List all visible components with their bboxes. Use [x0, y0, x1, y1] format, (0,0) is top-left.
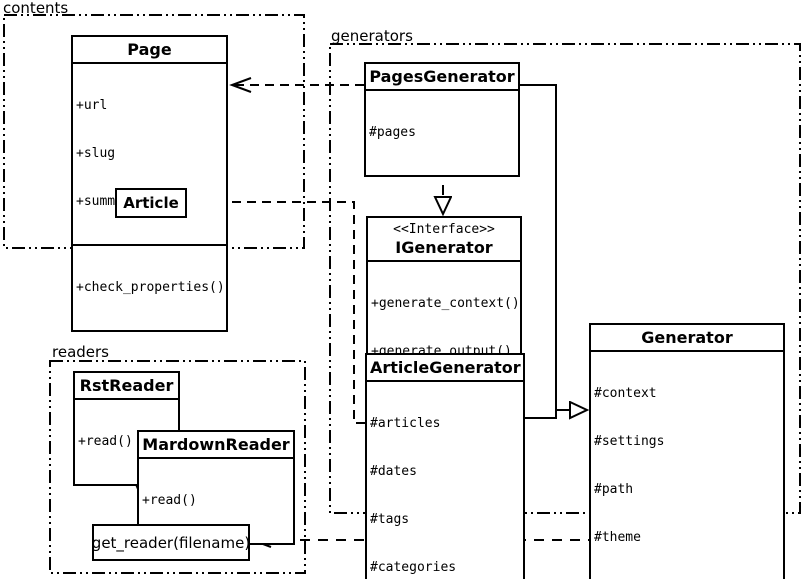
class-attributes: #articles #dates #tags #categories	[367, 380, 523, 579]
class-title: RstReader	[79, 376, 174, 395]
class-attribute: #articles	[370, 416, 441, 431]
class-method: +generate_context()	[371, 296, 520, 311]
class-attributes: #context #settings #path #theme #output_…	[591, 350, 783, 579]
class-attribute: +slug	[76, 146, 116, 161]
class-methods: +read()	[139, 457, 293, 543]
class-attribute: #theme	[594, 530, 641, 545]
generators-package-border	[329, 43, 801, 514]
class-attribute: +url	[76, 98, 108, 113]
class-title: Page	[127, 40, 172, 59]
class-attributes: #pages	[366, 89, 518, 175]
contents-package-label: contents	[3, 0, 69, 17]
node-get-reader: get_reader(filename)	[92, 524, 250, 561]
contents-package-border	[3, 14, 305, 249]
class-methods: +check_properties()	[73, 244, 226, 330]
class-articlegenerator: ArticleGenerator #articles #dates #tags …	[365, 353, 525, 579]
class-attribute: #path	[594, 482, 634, 497]
class-attribute: #pages	[369, 125, 416, 140]
class-title: MardownReader	[142, 435, 290, 454]
class-attribute: #context	[594, 386, 657, 401]
class-page: Page +url +slug +summary +check_properti…	[71, 35, 228, 332]
class-generator: Generator #context #settings #path #them…	[589, 323, 785, 579]
class-title: PagesGenerator	[369, 67, 515, 86]
class-method: +read()	[142, 493, 197, 508]
class-title: ArticleGenerator	[370, 358, 521, 377]
class-title: Generator	[641, 328, 733, 347]
class-title: Article	[123, 194, 179, 212]
class-stereotype: <<Interface>>	[393, 222, 495, 237]
class-rstreader: RstReader +read()	[73, 371, 180, 486]
edge-pagesgenerator-extends-generator	[520, 84, 587, 410]
class-attribute: #settings	[594, 434, 665, 449]
class-title: IGenerator	[395, 238, 493, 257]
readers-package-border	[49, 360, 306, 574]
readers-package-label: readers	[52, 343, 109, 361]
class-method: +read()	[78, 434, 133, 449]
class-pagesgenerator: PagesGenerator #pages	[364, 62, 520, 177]
edge-articlegenerator-extends-generator	[525, 410, 557, 419]
class-article: Article	[115, 188, 187, 218]
class-methods: +read()	[75, 398, 178, 484]
class-attribute: #tags	[370, 512, 410, 527]
edge-articlegenerator-depends-article	[194, 194, 365, 424]
class-attribute: #dates	[370, 464, 417, 479]
class-method: +check_properties()	[76, 280, 225, 295]
generators-package-label: generators	[331, 27, 413, 45]
class-attribute: #categories	[370, 560, 457, 575]
node-label: get_reader(filename)	[91, 533, 251, 552]
